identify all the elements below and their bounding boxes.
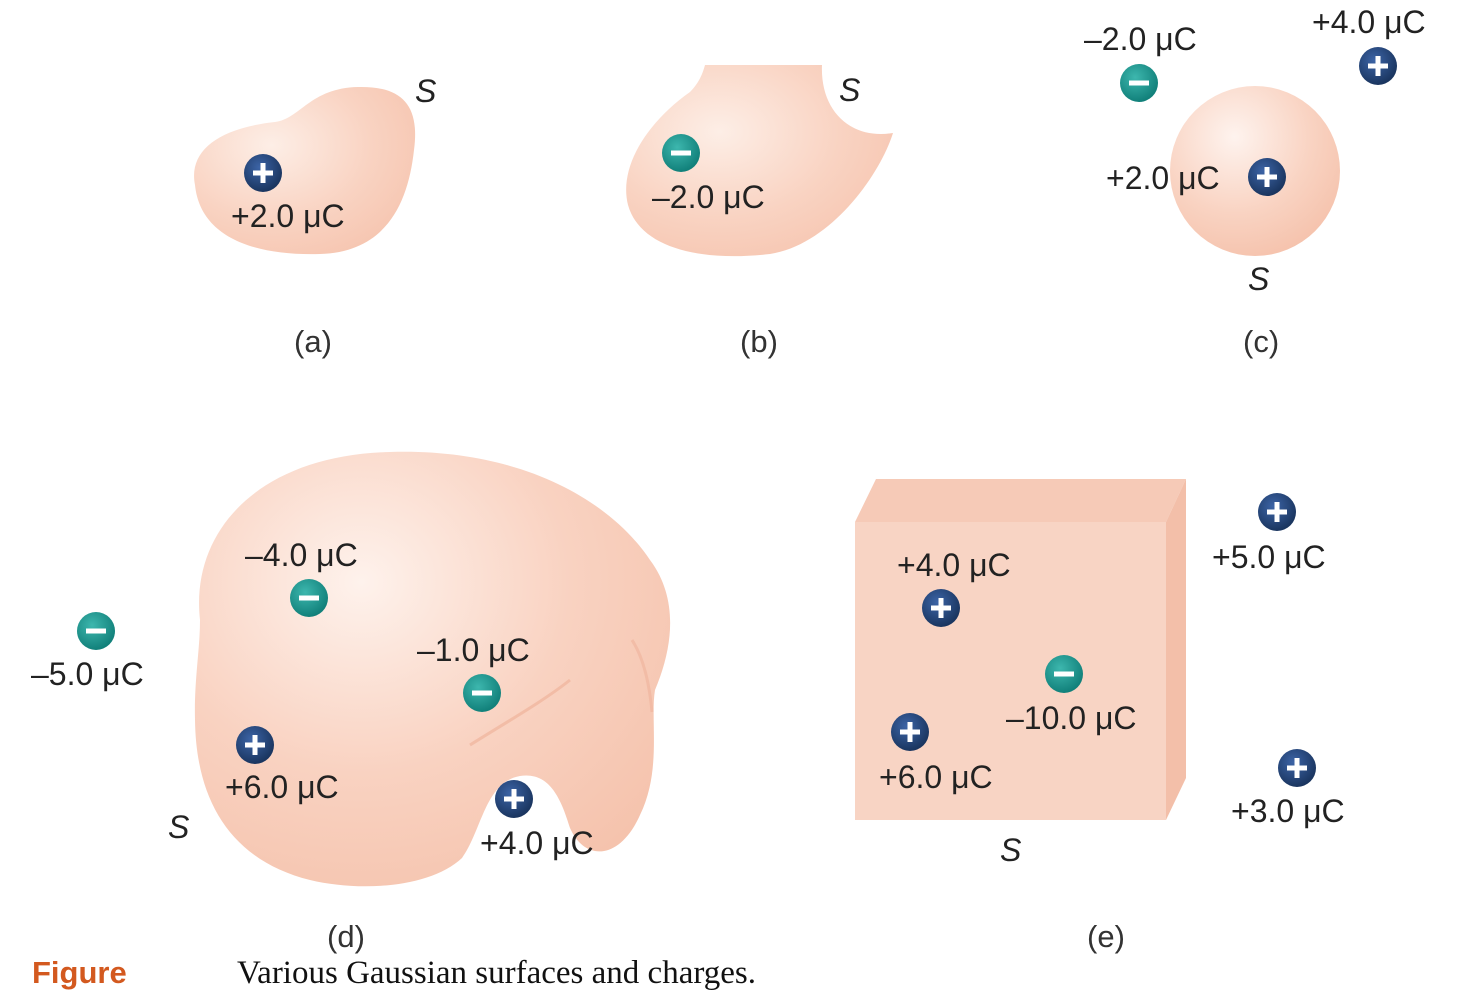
gaussian-surface-b: [626, 65, 893, 257]
charge-label: +2.0 μC: [231, 198, 345, 234]
charge-label: –2.0 μC: [1084, 21, 1197, 57]
positive-charge: [891, 713, 929, 751]
negative-charge: [463, 674, 501, 712]
positive-charge: [1258, 493, 1296, 531]
positive-charge: [1248, 158, 1286, 196]
surface-label: S: [839, 72, 860, 108]
caption-label: Figure: [32, 955, 127, 990]
charge-label: +4.0 μC: [897, 547, 1011, 583]
panel-label: (e): [1087, 919, 1125, 954]
charge-label: +3.0 μC: [1231, 793, 1345, 829]
negative-charge: [77, 612, 115, 650]
panel-b: –2.0 μC S (b): [626, 65, 893, 359]
gaussian-surface-e-front: [855, 522, 1166, 820]
gaussian-surface-a: [194, 86, 416, 255]
charge-label: –1.0 μC: [417, 632, 530, 668]
charge-label: –4.0 μC: [245, 537, 358, 573]
negative-charge: [662, 134, 700, 172]
caption-text: Various Gaussian surfaces and charges.: [237, 955, 756, 991]
surface-label: S: [1248, 261, 1269, 297]
charge-label: +4.0 μC: [1312, 4, 1426, 40]
gaussian-surface-d: [194, 451, 671, 887]
surface-label: S: [168, 809, 189, 845]
positive-charge: [1359, 47, 1397, 85]
charge-label: +4.0 μC: [480, 825, 594, 861]
positive-charge: [1278, 749, 1316, 787]
panel-label: (d): [327, 919, 365, 954]
positive-charge: [236, 726, 274, 764]
panel-label: (c): [1243, 324, 1279, 359]
gaussian-surface-e-top: [855, 479, 1186, 522]
panel-e: +4.0 μC +5.0 μC –10.0 μC +6.0 μC +3.0 μC…: [855, 479, 1345, 954]
surface-fold: [469, 678, 571, 747]
surface-fold: [630, 639, 654, 713]
panel-a: +2.0 μC S (a): [194, 73, 436, 359]
surface-label: S: [415, 73, 436, 109]
surface-label: S: [1000, 832, 1021, 868]
charge-label: –2.0 μC: [652, 179, 765, 215]
panel-label: (a): [294, 324, 332, 359]
panel-c: –2.0 μC +4.0 μC +2.0 μC S (c): [1084, 4, 1426, 359]
positive-charge: [495, 780, 533, 818]
charge-label: +6.0 μC: [879, 759, 993, 795]
negative-charge: [1045, 655, 1083, 693]
charge-label: +6.0 μC: [225, 769, 339, 805]
figure-caption: Figure Various Gaussian surfaces and char…: [32, 955, 756, 999]
positive-charge: [244, 154, 282, 192]
charge-label: –10.0 μC: [1006, 700, 1137, 736]
gaussian-surface-e-side: [1166, 479, 1186, 820]
charge-label: –5.0 μC: [31, 656, 144, 692]
positive-charge: [922, 589, 960, 627]
panel-label: (b): [740, 324, 778, 359]
negative-charge: [290, 579, 328, 617]
negative-charge: [1120, 64, 1158, 102]
charge-label: +5.0 μC: [1212, 539, 1326, 575]
charge-label: +2.0 μC: [1106, 160, 1220, 196]
panel-d: –4.0 μC –5.0 μC –1.0 μC +6.0 μC +4.0 μC …: [31, 451, 671, 954]
